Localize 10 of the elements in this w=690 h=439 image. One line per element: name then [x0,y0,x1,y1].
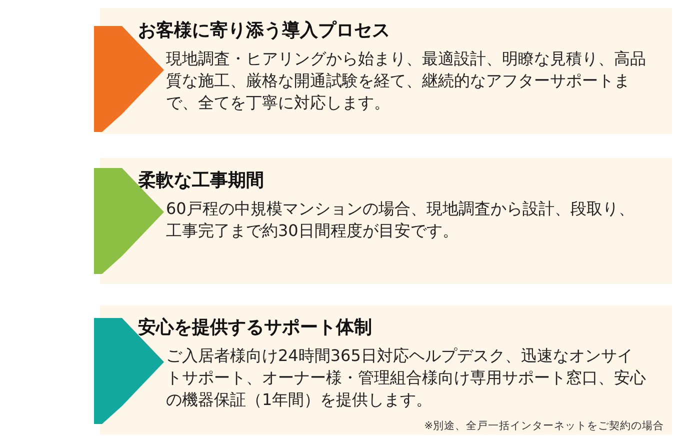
info-card [100,8,672,134]
info-card [100,158,672,284]
card-heading: 柔軟な工事期間 [138,169,264,192]
card-heading: 安心を提供するサポート体制 [138,316,372,339]
card-description: 60戸程の中規模マンションの場合、現地調査から設計、段取り、工事完了まで約30日間程度が目安です。 [166,198,636,242]
info-card [100,305,672,435]
card-description: ご入居者様向け24時間365日対応ヘルプデスク、迅速なオンサイトサポート、オーナー様・管理組合様向け専用サポート窓口、安心の機器保証（1年間）を提供します。 [166,345,646,411]
card-description: 現地調査・ヒアリングから始まり、最適設計、明瞭な見積り、高品質な施工、厳格な開通試験を経て、継続的なアフターサポートまで、全てを丁寧に対応します。 [166,48,646,114]
card-heading: お客様に寄り添う導入プロセス [138,19,390,42]
footnote: ※別途、全戸一括インターネットをご契約の場合 [424,419,664,433]
